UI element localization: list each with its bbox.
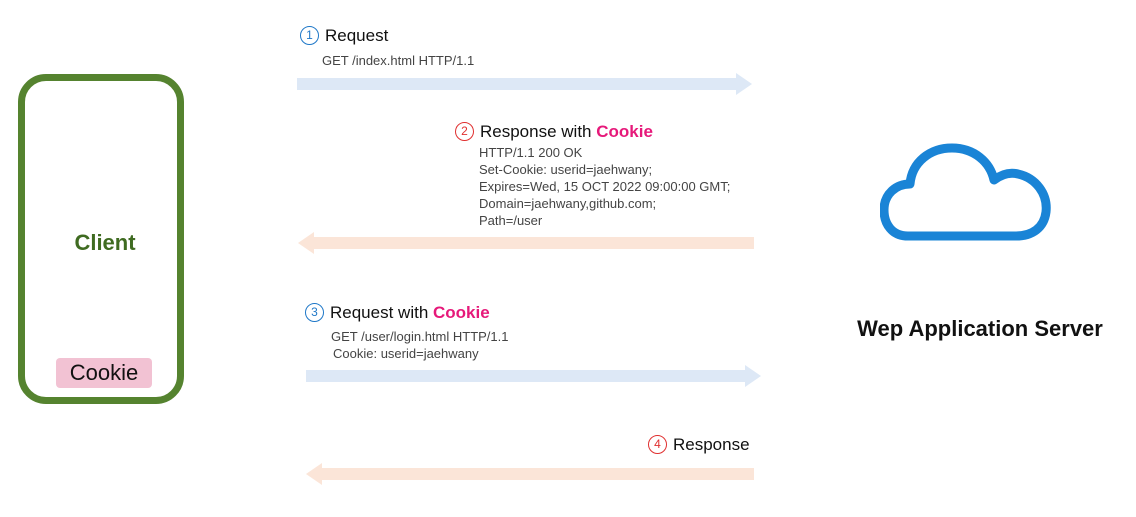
step-3-cookie-word: Cookie: [433, 303, 490, 322]
step-2-title-text: Response with: [480, 122, 592, 141]
step-1-request-arrow: [297, 73, 752, 95]
step-4-response-arrow: [306, 463, 754, 485]
step-1-title: 1 Request: [300, 26, 388, 46]
step-1-details: GET /index.html HTTP/1.1: [322, 52, 474, 69]
step-1-detail-line: GET /index.html HTTP/1.1: [322, 53, 475, 68]
step-2-detail-line: HTTP/1.1 200 OK: [479, 145, 583, 160]
step-3-number: 3: [305, 303, 324, 322]
step-3-details: GET /user/login.html HTTP/1.1 Cookie: us…: [331, 328, 509, 362]
step-3-detail-line: GET /user/login.html HTTP/1.1: [331, 329, 509, 344]
step-2-details: HTTP/1.1 200 OK Set-Cookie: userid=jaehw…: [479, 144, 730, 229]
step-2-detail-line: Domain=jaehwany,github.com;: [479, 196, 657, 211]
step-3-request-arrow: [306, 365, 761, 387]
step-3-title: 3 Request with Cookie: [305, 303, 490, 323]
step-2-detail-line: Expires=Wed, 15 OCT 2022 09:00:00 GMT;: [479, 179, 731, 194]
step-3-title-text: Request with: [330, 303, 429, 322]
step-4-title: 4 Response: [648, 435, 750, 455]
server-label: Wep Application Server: [857, 316, 1103, 341]
step-3-detail-line: Cookie: userid=jaehwany: [333, 346, 479, 361]
client-label: Client: [74, 230, 136, 255]
client-box: [18, 74, 184, 404]
step-2-title: 2 Response with Cookie: [455, 122, 653, 142]
step-2-detail-line: Path=/user: [479, 213, 543, 228]
step-1-number: 1: [300, 26, 319, 45]
step-4-number: 4: [648, 435, 667, 454]
step-1-title-text: Request: [325, 26, 389, 45]
step-2-cookie-word: Cookie: [596, 122, 653, 141]
step-2-response-arrow: [298, 232, 754, 254]
step-2-number: 2: [455, 122, 474, 141]
cloud-icon: [880, 143, 1051, 241]
step-2-detail-line: Set-Cookie: userid=jaehwany;: [479, 162, 653, 177]
step-4-title-text: Response: [673, 435, 750, 454]
client-cookie-badge: Cookie: [56, 358, 152, 388]
